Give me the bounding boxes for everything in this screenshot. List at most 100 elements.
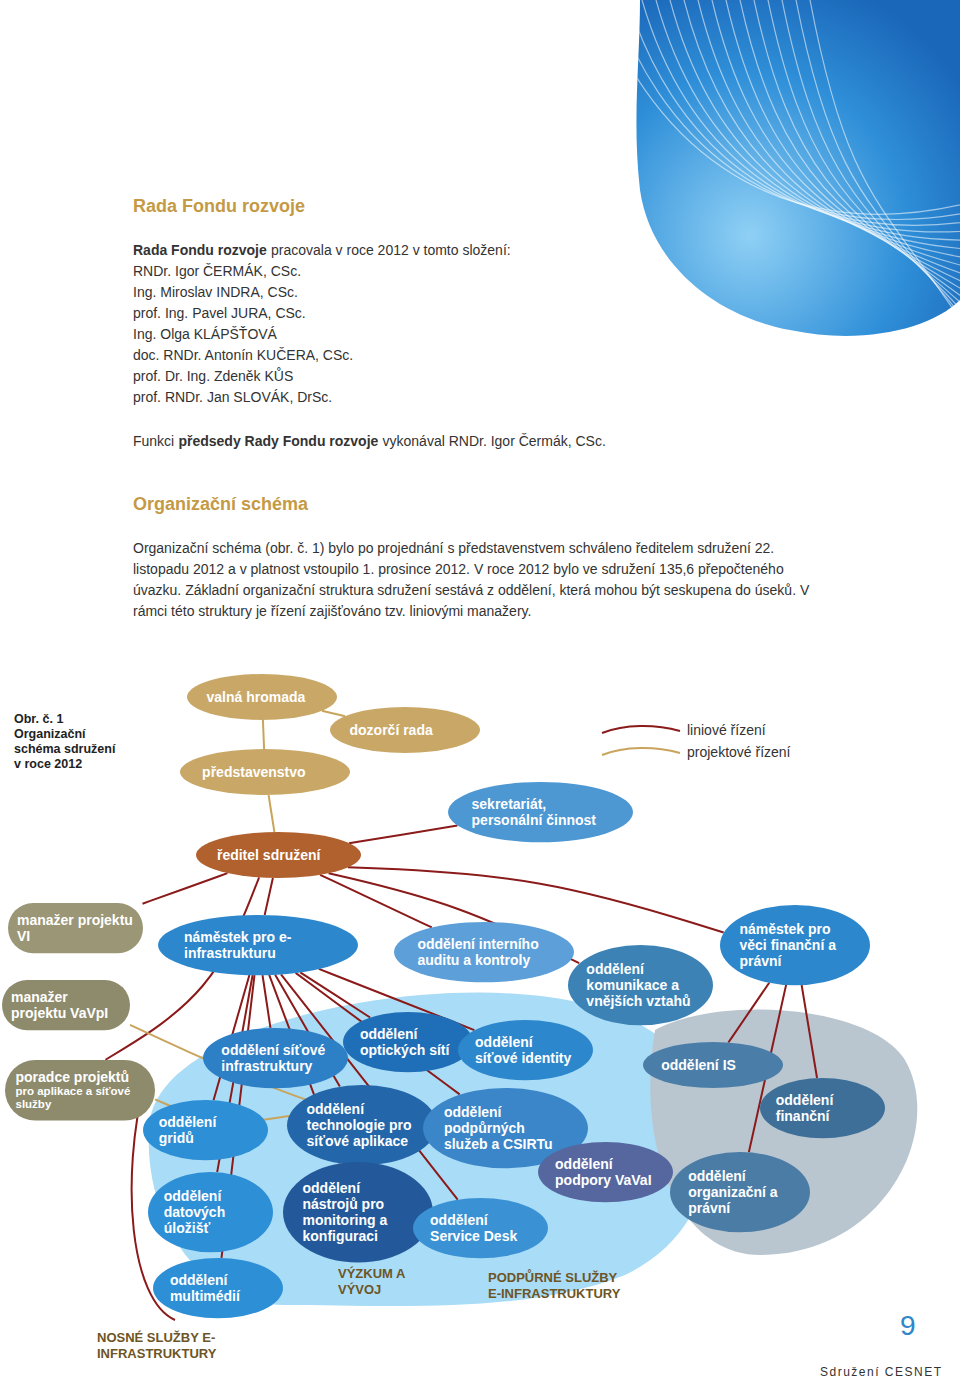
department-blob: oddělení síťové identity [458, 1020, 593, 1080]
node-label: oddělení síťové infrastruktury [221, 1042, 328, 1074]
node-text-wrap: oddělení komunikace a vnějších vztahů [586, 961, 693, 1009]
node-label: manažer projektu VaVpI [11, 989, 121, 1021]
line-management-line [349, 826, 457, 844]
ellipse-outline [180, 749, 350, 795]
node-text-wrap: manažer projektu VI [17, 912, 133, 944]
node-label: oddělení optických sítí [360, 1026, 456, 1058]
ellipse-outline [394, 922, 574, 982]
node-label: pro aplikace a síťové služby [16, 1085, 145, 1111]
figure-caption: Obr. č. 1 Organizační schéma sdružení v … [14, 712, 119, 772]
member-name-group: prof. Ing. Pavel JURA, CSc. [133, 303, 306, 324]
department-blob: oddělení interního auditu a kontroly [394, 922, 574, 982]
ellipse-outline [153, 1258, 283, 1318]
node-text-wrap: ředitel sdružení [217, 847, 339, 863]
department-blob: oddělení nástrojů pro monitoring a konfi… [283, 1162, 433, 1262]
node-text-wrap: oddělení interního auditu a kontroly [417, 936, 550, 968]
group-label-group: NOSNÉ SLUŽBY E-INFRASTRUKTURY [97, 1330, 242, 1362]
legend-text: projektové řízení [687, 744, 791, 760]
line-management-line [728, 983, 769, 1043]
node-text-wrap: oddělení síťové infrastruktury [221, 1042, 328, 1074]
node-text-wrap: oddělení IS [661, 1057, 765, 1073]
department-blob: oddělení finanční [760, 1078, 885, 1138]
body-line-group: Funkcipředsedy Rady Fondu rozvojevykonáv… [133, 431, 606, 452]
blob-line [628, 0, 960, 225]
group-label: VÝZKUM A VÝVOJ [338, 1266, 405, 1297]
node-text-wrap: oddělení Service Desk [430, 1212, 530, 1244]
node-label: oddělení datových úložišť [164, 1188, 257, 1236]
group-label: PODPŮRNÉ SLUŽBY E-INFRASTRUKTURY [488, 1270, 620, 1301]
body-paragraph-group: Organizační schéma (obr. č. 1) bylo po p… [133, 538, 823, 622]
node-text-wrap: náměstek pro e-infrastrukturu [184, 929, 332, 961]
department-blob: oddělení technologie pro síťové aplikace [287, 1085, 437, 1165]
node-text-wrap: oddělení nástrojů pro monitoring a konfi… [303, 1180, 414, 1244]
body-line: vykonával RNDr. Igor Čermák, CSc. [383, 433, 606, 449]
member-name: Ing. Miroslav INDRA, CSc. [133, 284, 298, 300]
blob-line [810, 0, 960, 350]
ellipse-outline [187, 674, 337, 720]
node-text-wrap: oddělení podpory VaVaI [555, 1156, 655, 1188]
node-label: oddělení síťové identity [475, 1034, 575, 1066]
member-name-group: RNDr. Igor ČERMÁK, CSc. [133, 261, 301, 282]
node-label: manažer projektu VI [17, 912, 133, 944]
department-blob: oddělení Service Desk [413, 1198, 548, 1258]
ellipse-outline [148, 1172, 273, 1252]
node-label: oddělení organizační a právní [688, 1168, 792, 1216]
footer-text-group: Sdružení CESNET [820, 1362, 943, 1383]
ellipse-outline [196, 832, 361, 878]
blob-line [670, 0, 960, 250]
node-label: náměstek pro věci finanční a právní [740, 921, 851, 969]
ellipse-outline [203, 1028, 348, 1088]
member-name-group: Ing. Olga KLÁPŠŤOVÁ [133, 324, 277, 345]
ellipse-outline [538, 1142, 673, 1202]
line-management-line [265, 878, 273, 915]
governing-body: dozorčí rada [330, 707, 480, 753]
page-number-group: 9 [900, 1310, 916, 1342]
department-blob: oddělení multimédií [153, 1258, 283, 1318]
ellipse-outline [448, 782, 633, 842]
node-label: ředitel sdružení [217, 847, 339, 863]
node-label: oddělení Service Desk [430, 1212, 530, 1244]
node-text-wrap: oddělení datových úložišť [164, 1188, 257, 1236]
project-line [322, 711, 345, 716]
section-heading: Organizační schéma [133, 494, 308, 515]
body-line: Rada Fondu rozvoje [133, 242, 267, 258]
node-label: poradce projektů [16, 1069, 145, 1085]
line-management-line [320, 875, 432, 928]
department-blob: oddělení organizační a právní [670, 1152, 810, 1232]
footer-text: Sdružení CESNET [820, 1365, 943, 1379]
section-heading: Rada Fondu rozvoje [133, 196, 305, 216]
node-text-wrap: oddělení multimédií [170, 1272, 266, 1304]
node-text-wrap: oddělení síťové identity [475, 1034, 575, 1066]
line-management-line [348, 867, 724, 932]
blob-line [768, 0, 960, 320]
pill-outline [5, 1060, 155, 1121]
ellipse-outline [568, 945, 713, 1025]
department-blob: oddělení optických sítí [343, 1012, 473, 1072]
member-name: prof. Dr. Ing. Zdeněk KŮS [133, 368, 293, 384]
legend-line [602, 748, 680, 755]
page-number: 9 [900, 1310, 916, 1341]
ellipse-outline [330, 707, 480, 753]
ellipse-outline [283, 1162, 433, 1262]
member-name: RNDr. Igor ČERMÁK, CSc. [133, 263, 301, 279]
member-name: prof. RNDr. Jan SLOVÁK, DrSc. [133, 389, 332, 405]
ellipse-outline [643, 1042, 783, 1088]
section-heading-group: Rada Fondu rozvoje [133, 196, 305, 217]
node-label: oddělení multimédií [170, 1272, 266, 1304]
line-management-line [143, 873, 228, 904]
member-name-group: prof. Dr. Ing. Zdeněk KŮS [133, 366, 293, 387]
node-label: oddělení interního auditu a kontroly [417, 936, 550, 968]
member-name-group: doc. RNDr. Antonín KUČERA, CSc. [133, 345, 353, 366]
body-paragraph: Organizační schéma (obr. č. 1) bylo po p… [133, 540, 809, 619]
ellipse-outline [343, 1012, 473, 1072]
node-label: oddělení IS [661, 1057, 765, 1073]
body-line: pracovala v roce 2012 v tomto složení: [271, 242, 511, 258]
node-text-wrap: oddělení organizační a právní [688, 1168, 792, 1216]
node-text-wrap: náměstek pro věci finanční a právní [740, 921, 851, 969]
blob-line [684, 0, 960, 260]
corner-blob-lines [600, 0, 960, 350]
blob-line [656, 0, 960, 240]
body-line: předsedy Rady Fondu rozvoje [178, 433, 378, 449]
node-label: oddělení nástrojů pro monitoring a konfi… [303, 1180, 414, 1244]
